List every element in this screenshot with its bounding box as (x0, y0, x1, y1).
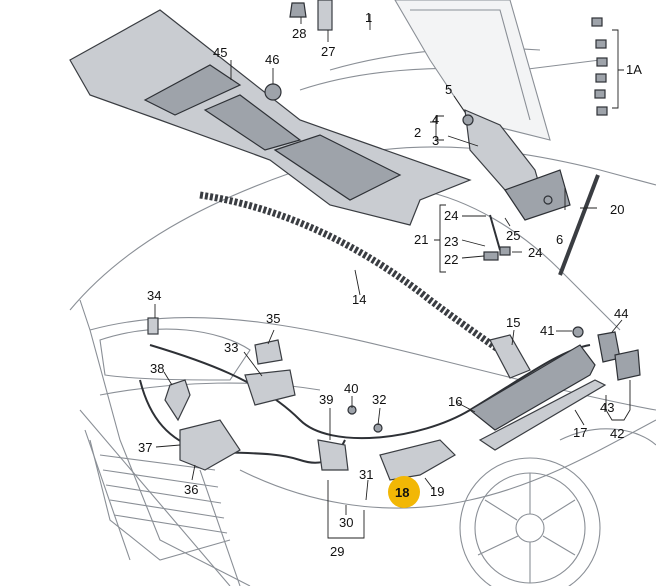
label-1a: 1A (626, 62, 642, 77)
label-41: 41 (540, 323, 554, 338)
label-42: 42 (610, 426, 624, 441)
label-4: 4 (432, 112, 439, 127)
car-body-outline (69, 0, 656, 586)
gas-strut (558, 174, 600, 276)
hood-seal-strip (199, 191, 523, 368)
front-wheel (459, 457, 601, 586)
label-34: 34 (147, 288, 161, 303)
label-22: 22 (444, 252, 458, 267)
label-35: 35 (266, 311, 280, 326)
release-lever (244, 369, 296, 406)
label-24-lower: 24 (528, 245, 542, 260)
label-37: 37 (138, 440, 152, 455)
handle-38 (164, 379, 191, 422)
bracket (317, 0, 333, 31)
part-labels: 1 1A 2 3 4 5 6 14 15 16 17 19 20 21 22 2… (138, 10, 642, 559)
label-32: 32 (372, 392, 386, 407)
label-39: 39 (319, 392, 333, 407)
hood-release-cable (139, 317, 591, 471)
bracket-35 (254, 339, 283, 365)
label-30: 30 (339, 515, 353, 530)
bolt-set (591, 17, 608, 116)
hood-hinge (462, 109, 571, 221)
label-23: 23 (444, 234, 458, 249)
label-44: 44 (614, 306, 628, 321)
label-27: 27 (321, 44, 335, 59)
hood-lock (179, 419, 241, 471)
label-16: 16 (448, 394, 462, 409)
side-trim-panels (347, 326, 641, 481)
label-24-upper: 24 (444, 208, 458, 223)
label-28: 28 (292, 26, 306, 41)
front-grille (89, 439, 231, 561)
label-45: 45 (213, 45, 227, 60)
label-43: 43 (600, 400, 614, 415)
bonnet (394, 0, 551, 141)
label-25: 25 (506, 228, 520, 243)
label-17: 17 (573, 425, 587, 440)
label-5: 5 (445, 82, 452, 97)
highlighted-part-18: 18 (388, 476, 420, 508)
label-31: 31 (359, 467, 373, 482)
label-46: 46 (265, 52, 279, 67)
label-6: 6 (556, 232, 563, 247)
label-14: 14 (352, 292, 366, 307)
label-36: 36 (184, 482, 198, 497)
label-21: 21 (414, 232, 428, 247)
safety-catch (317, 439, 349, 471)
label-40: 40 (344, 381, 358, 396)
label-1: 1 (365, 10, 372, 25)
highlight-circle (388, 476, 420, 508)
clip-34 (147, 317, 159, 335)
label-3: 3 (432, 133, 439, 148)
label-15: 15 (506, 315, 520, 330)
label-38: 38 (150, 361, 164, 376)
label-18: 18 (395, 485, 409, 500)
label-19: 19 (430, 484, 444, 499)
scuttle-panel (69, 9, 472, 226)
label-20: 20 (610, 202, 624, 217)
label-29: 29 (330, 544, 344, 559)
clip (289, 2, 307, 18)
leader-lines (154, 14, 631, 539)
label-2: 2 (414, 125, 421, 140)
label-33: 33 (224, 340, 238, 355)
grommet (264, 83, 282, 101)
